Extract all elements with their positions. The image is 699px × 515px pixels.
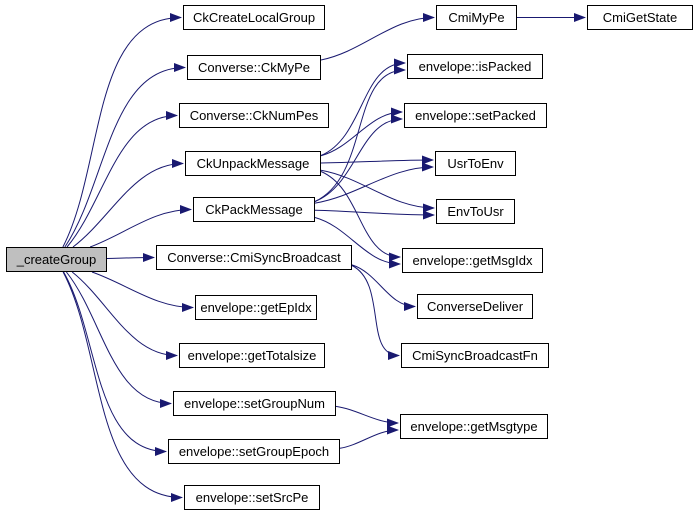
graph-edge-ck-pack-message--envelope-set-packed	[314, 114, 403, 202]
graph-node-ck-unpack-message[interactable]: CkUnpackMessage	[185, 151, 321, 176]
graph-edge-create-group--converse-cmi-sync-broadcast	[106, 253, 155, 263]
graph-edge-create-group--envelope-set-group-epoch	[63, 271, 167, 456]
graph-edge-create-group--envelope-get-ep-idx	[91, 271, 194, 312]
graph-edge-ck-unpack-message--usr-to-env	[320, 155, 434, 165]
graph-edge-create-group--envelope-set-group-num	[66, 271, 172, 408]
graph-edge-create-group--envelope-set-src-pe	[62, 271, 183, 502]
graph-node-envelope-get-ep-idx[interactable]: envelope::getEpIdx	[195, 295, 317, 320]
graph-node-cmi-get-state[interactable]: CmiGetState	[587, 5, 693, 30]
graph-node-converse-ck-my-pe[interactable]: Converse::CkMyPe	[187, 55, 321, 80]
graph-node-env-to-usr[interactable]: EnvToUsr	[436, 199, 515, 224]
graph-node-cmi-sync-broadcast-fn[interactable]: CmiSyncBroadcastFn	[401, 343, 549, 368]
graph-node-envelope-set-group-num[interactable]: envelope::setGroupNum	[173, 391, 336, 416]
graph-edge-envelope-set-group-epoch--envelope-get-msgtype	[339, 425, 399, 449]
graph-node-converse-ck-num-pes[interactable]: Converse::CkNumPes	[179, 103, 329, 128]
graph-edge-ck-pack-message--env-to-usr	[314, 209, 435, 220]
graph-node-envelope-set-group-epoch[interactable]: envelope::setGroupEpoch	[168, 439, 340, 464]
graph-edge-ck-unpack-message--envelope-set-packed	[320, 107, 403, 157]
graph-edge-converse-cmi-sync-broadcast--cmi-sync-broadcast-fn	[351, 265, 400, 360]
graph-node-envelope-set-packed[interactable]: envelope::setPacked	[404, 103, 547, 128]
graph-edge-ck-unpack-message--env-to-usr	[320, 169, 435, 213]
graph-edge-create-group--ck-pack-message	[89, 205, 192, 248]
graph-node-cmi-my-pe[interactable]: CmiMyPe	[436, 5, 517, 30]
graph-edge-create-group--ck-create-local-group	[62, 13, 182, 248]
graph-edge-create-group--converse-ck-my-pe	[64, 63, 186, 248]
graph-node-envelope-get-totalsize[interactable]: envelope::getTotalsize	[179, 343, 325, 368]
graph-edge-converse-ck-my-pe--cmi-my-pe	[320, 13, 435, 61]
graph-edge-create-group--envelope-get-totalsize	[71, 271, 178, 360]
graph-node-envelope-set-src-pe[interactable]: envelope::setSrcPe	[184, 485, 320, 510]
graph-edge-ck-unpack-message--envelope-is-packed	[320, 58, 406, 156]
graph-node-envelope-get-msg-idx[interactable]: envelope::getMsgIdx	[402, 248, 543, 273]
graph-edge-create-group--ck-unpack-message	[72, 159, 184, 248]
graph-edge-converse-cmi-sync-broadcast--converse-deliver	[351, 264, 416, 311]
graph-node-usr-to-env[interactable]: UsrToEnv	[435, 151, 516, 176]
graph-node-converse-deliver[interactable]: ConverseDeliver	[417, 294, 533, 319]
graph-edge-ck-pack-message--envelope-is-packed	[314, 65, 406, 202]
graph-edge-create-group--converse-ck-num-pes	[66, 111, 178, 248]
graph-node-ck-create-local-group[interactable]: CkCreateLocalGroup	[183, 5, 325, 30]
graph-node-converse-cmi-sync-broadcast[interactable]: Converse::CmiSyncBroadcast	[156, 245, 352, 270]
graph-edge-ck-unpack-message--envelope-get-msg-idx	[320, 171, 401, 262]
graph-edge-envelope-set-group-num--envelope-get-msgtype	[335, 405, 399, 428]
graph-node-envelope-is-packed[interactable]: envelope::isPacked	[407, 54, 543, 79]
graph-edge-ck-pack-message--envelope-get-msg-idx	[314, 217, 401, 269]
edge-group	[62, 13, 586, 502]
graph-node-create-group: _createGroup	[6, 247, 107, 272]
graph-node-ck-pack-message[interactable]: CkPackMessage	[193, 197, 315, 222]
graph-edge-ck-pack-message--usr-to-env	[314, 162, 434, 204]
graph-node-envelope-get-msgtype[interactable]: envelope::getMsgtype	[400, 414, 548, 439]
